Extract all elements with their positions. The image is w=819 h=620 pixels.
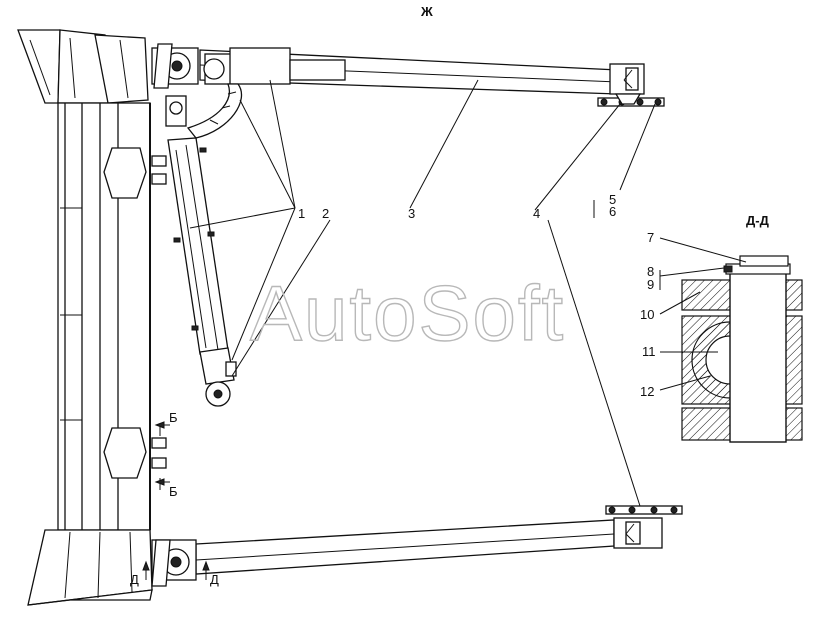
callout-7: 7 [647,230,654,245]
callout-12: 12 [640,384,654,399]
tilt-cylinder [165,83,243,407]
section-mark-d-left: Д [130,572,139,587]
dozer-blade [17,29,167,606]
callout-4: 4 [533,206,540,221]
section-mark-d-right: Д [210,572,219,587]
view-label: Ж [420,4,433,19]
callout-9: 9 [647,277,654,292]
leader-lines [189,79,747,507]
callout-10: 10 [640,307,654,322]
callout-2: 2 [322,206,329,221]
callout-8: 8 [647,264,654,279]
callout-11: 11 [642,344,656,359]
section-title: Д-Д [746,213,770,228]
section-d-d [681,255,803,443]
callout-5: 5 [609,192,616,207]
callout-3: 3 [408,206,415,221]
upper-push-beam [151,43,665,107]
lower-push-beam [151,505,683,587]
callout-1: 1 [298,206,305,221]
section-markers [142,421,210,580]
watermark: AutoSoft [250,269,565,357]
callout-6: 6 [609,204,616,219]
section-mark-b-lower: Б [169,484,178,499]
section-mark-b-upper: Б [169,410,178,425]
